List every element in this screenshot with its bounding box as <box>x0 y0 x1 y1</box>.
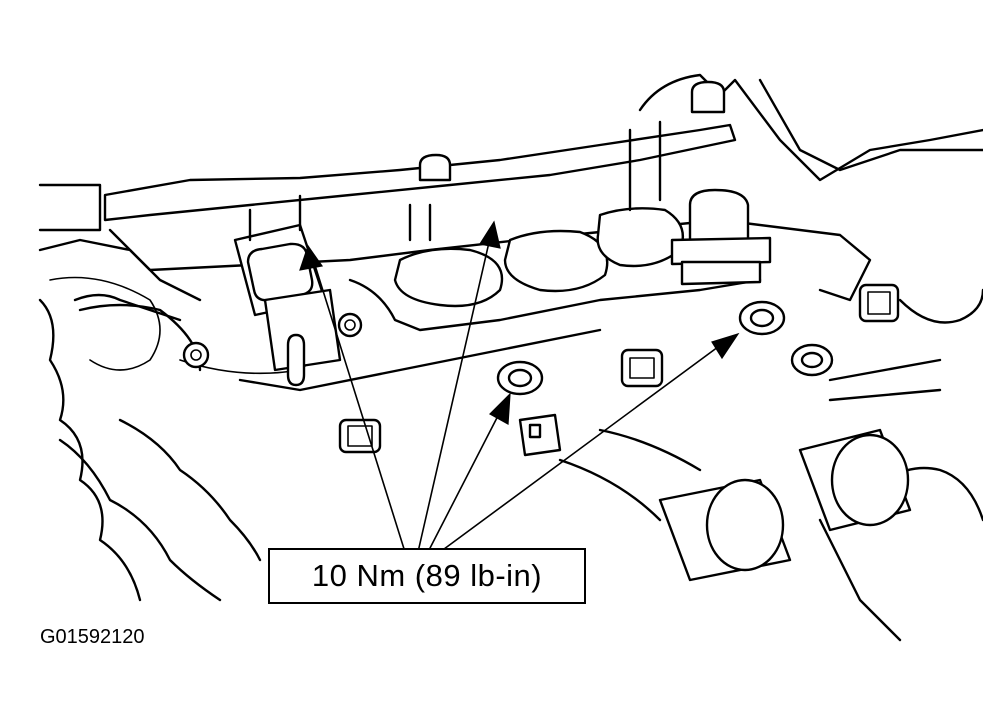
leader-lines <box>313 237 723 553</box>
connector-middle <box>620 348 664 388</box>
sensor-assembly <box>408 80 772 286</box>
electrical-connector <box>233 194 342 387</box>
connector-right <box>858 283 900 323</box>
connector-lower-left <box>338 418 382 454</box>
coil-boots <box>558 358 942 582</box>
torque-callout-box: 10 Nm (89 lb-in) <box>268 548 586 604</box>
stud-nut-right <box>738 300 786 336</box>
stud-nut-far-right <box>790 343 834 377</box>
torque-callout-label: 10 Nm (89 lb-in) <box>311 558 543 593</box>
bolt-center <box>337 312 363 338</box>
engine-background-outline <box>38 73 983 642</box>
stud-nut-lower <box>496 360 544 396</box>
bolt-left <box>182 341 210 369</box>
intake-manifold <box>73 123 872 392</box>
figure-id: G01592120 <box>40 626 145 648</box>
sensor-plug-lower <box>518 413 562 457</box>
leader-arrow-icon <box>299 220 740 425</box>
